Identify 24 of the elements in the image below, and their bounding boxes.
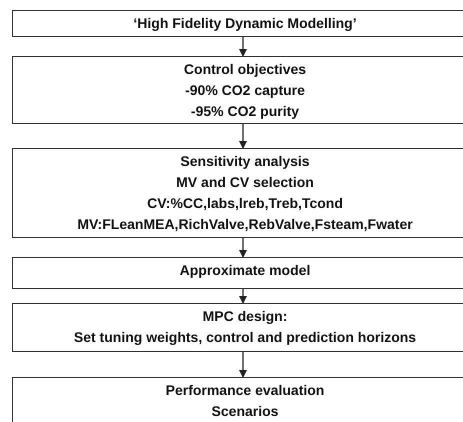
process-box (12, 303, 463, 352)
box-text: Set tuning weights, control and prediction horizons (74, 328, 416, 347)
arrow (239, 37, 247, 57)
arrow (239, 238, 247, 258)
process-box (12, 377, 463, 422)
box-heading: MPC design: (202, 307, 288, 326)
box-text: CV:%CC,labs,lreb,Treb,Tcond (147, 194, 343, 213)
process-box (12, 148, 463, 238)
box-heading: Control objectives (184, 60, 306, 79)
arrow (239, 289, 247, 304)
box-heading: Sensitivity analysis (180, 152, 310, 171)
box-text: Scenarios (212, 402, 278, 421)
box-heading: Approximate model (180, 261, 310, 280)
box-text: -90% CO2 capture (185, 81, 305, 100)
arrow (239, 352, 247, 378)
box-text: MV:FLeanMEA,RichValve,RebValve,Fsteam,Fwater (77, 215, 413, 234)
arrow (239, 124, 247, 149)
box-text: MV and CV selection (176, 173, 314, 192)
box-heading: Performance evaluation (166, 381, 324, 400)
process-box (12, 10, 463, 37)
process-box (12, 56, 463, 124)
box-text: -95% CO2 purity (190, 102, 300, 121)
process-box (12, 257, 463, 289)
box-heading: ‘High Fidelity Dynamic Modelling’ (133, 14, 357, 33)
